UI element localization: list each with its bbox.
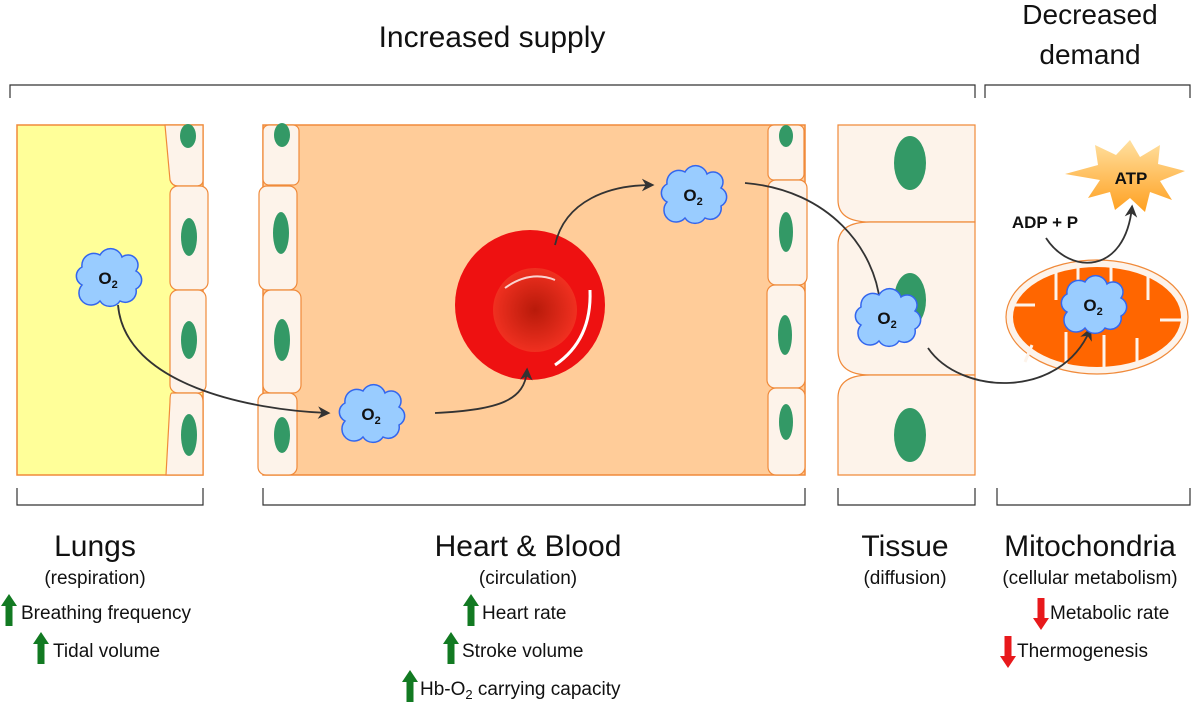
supply-bracket <box>9 84 976 98</box>
adp-label: ADP + P <box>1012 213 1078 232</box>
up-arrow-icon <box>463 594 479 626</box>
heart-item: Stroke volume <box>462 641 583 662</box>
o2-molecule: O2 <box>1060 274 1128 335</box>
red-blood-cell <box>455 230 605 380</box>
nucleus-icon <box>180 124 197 456</box>
svg-text:O2: O2 <box>1083 296 1102 318</box>
svg-text:O2: O2 <box>98 269 117 291</box>
oxygen-flow-arrows <box>117 178 1138 419</box>
blood-vessel-panel <box>257 123 808 476</box>
up-arrow-icon <box>402 670 418 702</box>
tissue-title: Tissue <box>861 530 948 563</box>
heart-item: Heart rate <box>482 603 566 624</box>
down-arrow-icon <box>1000 636 1016 668</box>
demand-bracket <box>984 84 1191 98</box>
lungs-subtitle: (respiration) <box>44 568 145 589</box>
mitochondria-item: Metabolic rate <box>1050 603 1169 624</box>
up-arrow-icon <box>33 632 49 664</box>
heart-subtitle: (circulation) <box>479 568 577 589</box>
up-arrow-icon <box>1 594 17 626</box>
demand-title-line1: Decreased <box>1022 0 1157 30</box>
lungs-title: Lungs <box>54 530 136 563</box>
down-arrow-icon <box>1033 598 1049 630</box>
up-arrow-icon <box>443 632 459 664</box>
svg-text:O2: O2 <box>877 309 896 331</box>
section-brackets <box>16 488 1191 506</box>
tissue-subtitle: (diffusion) <box>863 568 946 589</box>
o2-molecule: O2 <box>338 383 406 444</box>
o2-molecule: O2 <box>854 287 922 348</box>
atp-label: ATP <box>1115 169 1148 188</box>
lungs-item: Breathing frequency <box>21 603 192 624</box>
o2-molecule: O2 <box>75 247 143 308</box>
svg-text:O2: O2 <box>683 186 702 208</box>
svg-text:O2: O2 <box>361 405 380 427</box>
mitochondria-subtitle: (cellular metabolism) <box>1002 568 1177 589</box>
mitochondria-item: Thermogenesis <box>1017 641 1148 662</box>
nucleus-icon <box>273 123 793 453</box>
heart-item: Hb-O2 carrying capacity <box>420 679 621 702</box>
lungs-panel <box>16 124 209 476</box>
lungs-item: Tidal volume <box>53 641 160 662</box>
demand-title-line2: demand <box>1039 39 1140 70</box>
supply-title: Increased supply <box>379 21 606 54</box>
heart-title: Heart & Blood <box>435 530 622 563</box>
atp-burst: ATP <box>1065 140 1185 212</box>
o2-molecule: O2 <box>660 164 728 225</box>
mitochondria-title: Mitochondria <box>1004 530 1176 563</box>
